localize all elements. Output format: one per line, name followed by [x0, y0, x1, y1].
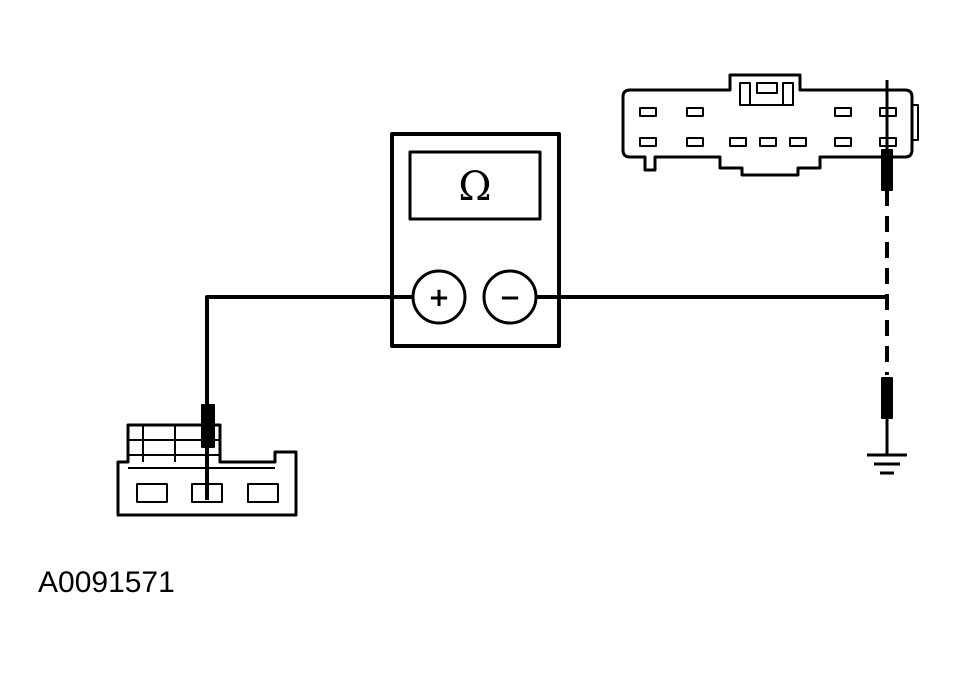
- small-connector: [116, 404, 298, 517]
- ground-symbol-icon: [867, 453, 907, 475]
- negative-symbol: −: [499, 283, 521, 313]
- ohmmeter-display: [408, 150, 542, 221]
- reference-code: A0091571: [38, 566, 175, 599]
- positive-lead-wire: [205, 295, 413, 500]
- ground-probe: [881, 377, 893, 455]
- large-connector: [621, 73, 919, 177]
- ohm-symbol: Ω: [458, 164, 491, 210]
- positive-symbol: +: [428, 283, 450, 313]
- upper-probe: [881, 80, 893, 191]
- ohmmeter-body: [390, 132, 561, 348]
